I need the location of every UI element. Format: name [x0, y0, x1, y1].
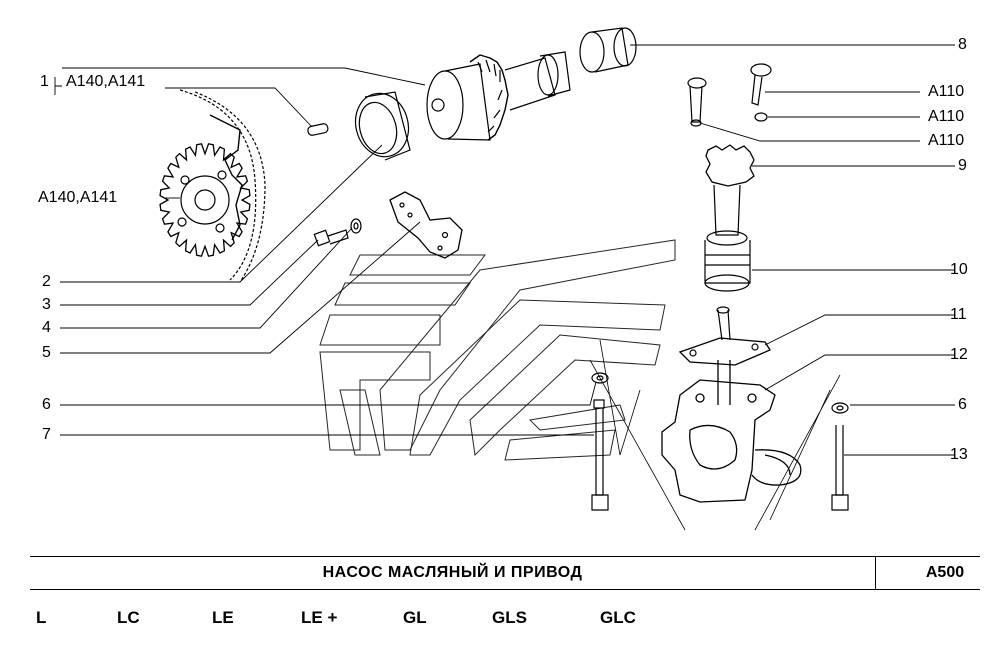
- callout-6-left: 6: [42, 396, 51, 413]
- oil-pump-body: [661, 360, 802, 503]
- bolts-and-washers: [589, 339, 849, 531]
- callout-1-reference: A140,A141: [66, 73, 146, 90]
- pin-and-oring: [687, 63, 772, 127]
- callout-3: 3: [42, 296, 51, 313]
- callout-9: 9: [958, 157, 967, 174]
- variant-gls: GLS: [492, 608, 527, 627]
- gasket: [678, 306, 771, 366]
- sleeve-bushing: [579, 27, 637, 73]
- callout-8: 8: [958, 36, 967, 53]
- sprocket-reference: A140,A141: [38, 189, 118, 206]
- title-separator: [875, 556, 876, 590]
- woodruff-pin: [307, 123, 329, 136]
- callout-a110-3: A110: [928, 132, 965, 149]
- diagram-title: НАСОС МАСЛЯНЫЙ И ПРИВОД: [322, 564, 583, 581]
- callout-a110-2: A110: [928, 108, 965, 125]
- variant-gl: GL: [403, 608, 427, 627]
- leader-lines: [54, 44, 955, 456]
- title-bar: НАСОС МАСЛЯНЫЙ И ПРИВОД A500: [30, 556, 980, 590]
- callout-10: 10: [950, 261, 968, 278]
- callout-1-number: 1: [40, 73, 49, 90]
- callout-13: 13: [950, 446, 968, 463]
- bolt-and-washer: [313, 218, 362, 247]
- bushing-ring: [354, 91, 411, 161]
- variant-lc: LC: [117, 608, 140, 627]
- callout-5: 5: [42, 344, 51, 361]
- sprocket-and-chain: [159, 89, 266, 283]
- bracket: [389, 191, 463, 259]
- drive-gear-shaft: [426, 51, 571, 141]
- callout-7: 7: [42, 426, 51, 443]
- diagram-code: A500: [925, 564, 965, 581]
- callout-a110-1: A110: [928, 83, 965, 100]
- callout-4: 4: [42, 319, 51, 336]
- callout-11: 11: [950, 306, 967, 323]
- variant-le: LE: [212, 608, 234, 627]
- callout-2: 2: [42, 273, 51, 290]
- variant-le-plus: LE +: [301, 608, 338, 627]
- callout-6-right: 6: [958, 396, 967, 413]
- variant-glc: GLC: [600, 608, 636, 627]
- pump-drive-gear: [704, 144, 755, 292]
- variant-l: L: [36, 608, 47, 627]
- oil-pump-exploded-diagram: [54, 27, 955, 531]
- watermark-logo: [319, 239, 676, 461]
- callout-12: 12: [950, 346, 968, 363]
